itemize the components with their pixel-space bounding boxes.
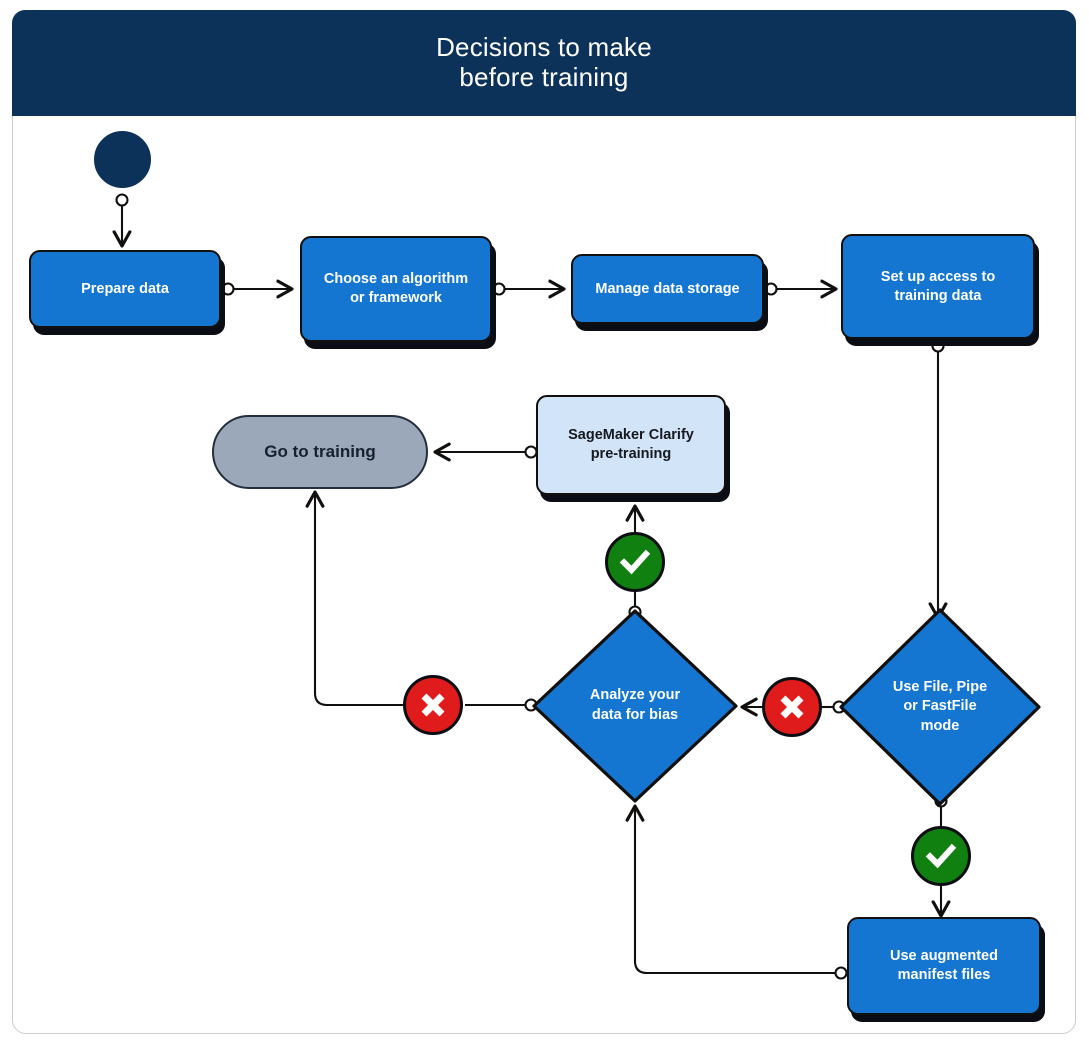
badge-yes-manifest[interactable] <box>911 826 971 886</box>
node-use-file-pipe-mode[interactable]: Use File, Pipe or FastFile mode <box>838 607 1042 807</box>
badge-yes-clarify[interactable] <box>605 532 665 592</box>
node-label: Go to training <box>264 442 376 462</box>
node-label: SageMaker Clarify pre-training <box>568 427 694 462</box>
node-manage-data-storage[interactable]: Manage data storage <box>571 254 764 324</box>
node-augmented-manifest[interactable]: Use augmented manifest files <box>847 917 1041 1015</box>
node-analyze-bias[interactable]: Analyze your data for bias <box>531 608 739 804</box>
node-label: Choose an algorithm or framework <box>323 271 469 306</box>
cross-icon <box>780 695 804 719</box>
node-go-to-training[interactable]: Go to training <box>212 415 428 489</box>
check-icon <box>925 843 957 869</box>
node-label: Set up access to training data <box>880 268 996 304</box>
node-choose-algorithm[interactable]: Choose an algorithm or framework <box>300 236 492 342</box>
node-label: Prepare data <box>81 280 169 297</box>
start-node[interactable] <box>94 131 151 188</box>
check-icon <box>619 549 651 575</box>
badge-no-bias[interactable] <box>403 675 463 735</box>
node-prepare-data[interactable]: Prepare data <box>29 250 221 328</box>
node-clarify-pretraining[interactable]: SageMaker Clarify pre-training <box>536 395 726 495</box>
badge-no-filemode[interactable] <box>762 677 822 737</box>
diamond-shape <box>532 609 738 803</box>
node-set-up-access[interactable]: Set up access to training data <box>841 234 1035 339</box>
node-label: Manage data storage <box>595 280 740 297</box>
header-banner: Decisions to make before training <box>12 10 1076 116</box>
diamond-shape <box>839 608 1041 806</box>
diagram-card-frame <box>12 10 1076 1034</box>
node-label: Use augmented manifest files <box>890 948 998 983</box>
cross-icon <box>421 693 445 717</box>
page-title: Decisions to make before training <box>436 32 652 92</box>
